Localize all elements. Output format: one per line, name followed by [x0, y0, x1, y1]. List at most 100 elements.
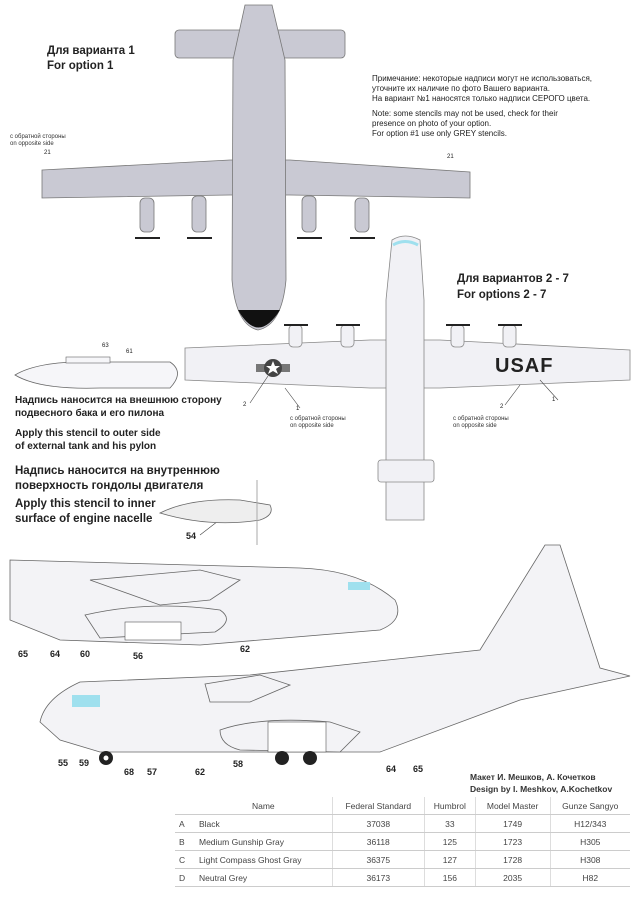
credits-ru: Макет И. Мешков, А. Кочетков: [470, 772, 596, 782]
tank-en: of external tank and his pylon: [15, 441, 157, 452]
row-fs: 36173: [331, 868, 425, 887]
option1-title-en: For option 1: [47, 60, 114, 72]
stencil-label: 68: [124, 767, 135, 777]
tank-en: Apply this stencil to outer side: [15, 428, 161, 439]
stencil-label: 61: [126, 349, 133, 355]
row-mm: 1728: [474, 850, 550, 869]
side2-door: [267, 721, 327, 753]
note-en: Note: some stencils may not be used, che…: [372, 109, 558, 139]
row-id: C: [175, 850, 195, 869]
stencil-label: 60: [80, 649, 91, 659]
stencil-label: 21: [44, 150, 51, 156]
tank-instructions: Надпись наносится на внешнюю сторону под…: [15, 394, 222, 453]
options27-title-ru: Для вариантов 2 - 7: [457, 273, 569, 285]
row-id: B: [175, 832, 195, 851]
option1-title-ru: Для варианта 1: [47, 45, 135, 57]
note-en-line: For option #1 use only GREY stencils.: [372, 129, 508, 138]
top-view-option1: [41, 4, 471, 331]
row-name: Medium Gunship Gray: [195, 832, 333, 851]
header-name: Name: [195, 797, 333, 815]
opposite-en: on opposite side: [453, 423, 497, 429]
opposite-side-label-top: с обратной стороны on opposite side: [10, 134, 66, 148]
nacelle-ru: Надпись наносится на внутреннюю: [15, 465, 220, 477]
top-view-options27: [184, 235, 631, 521]
side1-door: [124, 621, 182, 641]
engine-nacelle-drawing: [158, 499, 272, 524]
stencil-label: 58: [233, 759, 244, 769]
stencil-label: 1: [552, 397, 556, 403]
row-name: Light Compass Ghost Gray: [195, 850, 333, 869]
header-id: [175, 797, 195, 815]
stencil-label: 55: [58, 758, 69, 768]
row-id: D: [175, 868, 195, 887]
row-humbrol: 125: [423, 832, 476, 851]
stencil-label: 54: [186, 531, 197, 541]
radome-black: [238, 310, 280, 328]
table-row: B Medium Gunship Gray 36118 125 1723 H30…: [175, 832, 630, 851]
opposite-ru: с обратной стороны: [453, 416, 509, 422]
tank-ru: подвесного бака и его пилона: [15, 408, 165, 419]
row-mm: 2035: [474, 868, 550, 887]
opposite-ru: с обратной стороны: [290, 416, 346, 422]
stencil-label: 65: [18, 649, 29, 659]
leader-lines: [199, 375, 559, 536]
stencil-label: 56: [133, 651, 144, 661]
side1-cockpit-glass: [348, 582, 370, 590]
row-id: A: [175, 814, 195, 833]
stencil-label: 64: [386, 764, 397, 774]
opposite-en: on opposite side: [10, 141, 54, 147]
table-row: A Black 37038 33 1749 H12/343: [175, 814, 630, 833]
note-ru-line: На вариант №1 наносятся только надписи С…: [372, 94, 591, 103]
header-fs: Federal Standard: [331, 797, 425, 815]
table-row: D Neutral Grey 36173 156 2035 H82: [175, 868, 630, 887]
row-fs: 36375: [331, 850, 425, 869]
nacelle-en: surface of engine nacelle: [15, 513, 153, 525]
row-gunze: H305: [549, 832, 630, 851]
stencil-label: 2: [243, 402, 247, 408]
header-mm: Model Master: [474, 797, 550, 815]
table-row: C Light Compass Ghost Gray 36375 127 172…: [175, 850, 630, 869]
usaf-marking: USAF: [495, 355, 554, 377]
stencil-label: 1: [296, 406, 300, 412]
cockpit-glass: [392, 240, 419, 247]
header-humbrol: Humbrol: [423, 797, 476, 815]
tank-pylon: [65, 356, 111, 364]
roundel-icon: [256, 359, 290, 377]
tank-ru: Надпись наносится на внешнюю сторону: [15, 395, 222, 406]
row-name: Black: [195, 814, 333, 833]
paint-table: Name Federal Standard Humbrol Model Mast…: [175, 797, 630, 887]
stencil-label: 21: [447, 154, 454, 160]
row-humbrol: 156: [423, 868, 476, 887]
stencil-label: 59: [79, 758, 90, 768]
opposite-side-label-right: с обратной стороны on opposite side: [453, 416, 509, 430]
stencil-label: 62: [240, 644, 251, 654]
row-humbrol: 127: [423, 850, 476, 869]
side2-cockpit-glass: [72, 695, 100, 707]
stencil-label: 64: [50, 649, 61, 659]
row-gunze: H12/343: [549, 814, 630, 833]
stencil-label: 62: [195, 767, 206, 777]
table-header: Name Federal Standard Humbrol Model Mast…: [175, 797, 630, 815]
row-mm: 1723: [474, 832, 550, 851]
opposite-side-label-left: с обратной стороны on opposite side: [290, 416, 346, 430]
row-humbrol: 33: [423, 814, 476, 833]
landing-gear: [99, 751, 317, 765]
header-gunze: Gunze Sangyo: [549, 797, 630, 815]
external-tank-drawing: [14, 361, 178, 389]
options27-title-en: For options 2 - 7: [457, 289, 547, 301]
row-fs: 36118: [331, 832, 425, 851]
stencil-label: 63: [102, 343, 109, 349]
side-view-1: [9, 559, 399, 646]
nacelle-en: Apply this stencil to inner: [15, 498, 156, 510]
row-mm: 1749: [474, 814, 550, 833]
row-gunze: H82: [549, 868, 630, 887]
note-en-line: presence on photo of your option.: [372, 119, 492, 128]
nacelle-instructions: Надпись наносится на внутреннюю поверхно…: [15, 464, 220, 527]
note-ru: Примечание: некоторые надписи могут не и…: [372, 74, 592, 104]
note-en-line: Note: some stencils may not be used, che…: [372, 109, 558, 118]
opposite-en: on opposite side: [290, 423, 334, 429]
note-ru-line: уточните их наличие по фото Вашего вариа…: [372, 84, 550, 93]
note-ru-line: Примечание: некоторые надписи могут не и…: [372, 74, 593, 83]
row-name: Neutral Grey: [195, 868, 333, 887]
